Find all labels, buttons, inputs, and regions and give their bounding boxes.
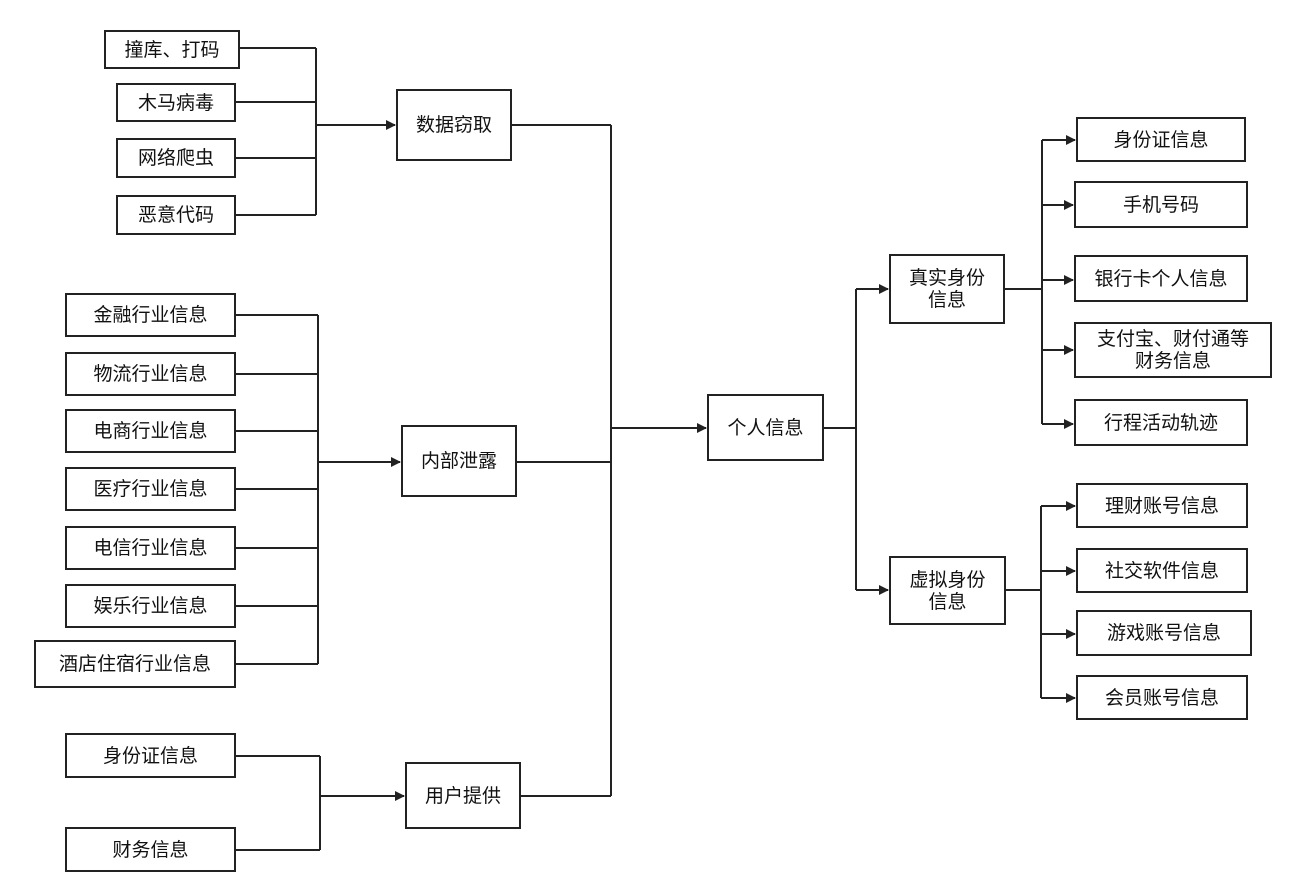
theft-connectors: [236, 47, 396, 216]
node-industry-medical: 医疗行业信息: [65, 467, 236, 511]
node-industry-logistics: 物流行业信息: [65, 352, 236, 396]
node-virtual-social-software: 社交软件信息: [1076, 548, 1248, 593]
user-connectors: [236, 755, 405, 851]
node-real-phone: 手机号码: [1074, 181, 1248, 228]
node-virtual-member-account: 会员账号信息: [1076, 675, 1248, 720]
node-user-id-info: 身份证信息: [65, 733, 236, 778]
real-item-connectors: [1005, 135, 1076, 429]
node-industry-entertainment: 娱乐行业信息: [65, 584, 236, 628]
node-real-id-card: 身份证信息: [1076, 117, 1246, 162]
virtual-item-connectors: [1006, 501, 1076, 703]
node-user-finance-info: 财务信息: [65, 827, 236, 872]
node-trojan-virus: 木马病毒: [116, 83, 236, 122]
node-user-provided: 用户提供: [405, 762, 521, 829]
node-credential-stuffing: 撞库、打码: [104, 30, 240, 69]
leak-connectors: [236, 314, 401, 665]
node-real-payment-finance: 支付宝、财付通等 财务信息: [1074, 322, 1272, 378]
node-malicious-code: 恶意代码: [116, 195, 236, 235]
node-data-theft: 数据窃取: [396, 89, 512, 161]
node-virtual-game-account: 游戏账号信息: [1076, 610, 1252, 656]
node-industry-finance: 金融行业信息: [65, 293, 236, 337]
node-internal-leak: 内部泄露: [401, 425, 517, 497]
channel-connectors: [512, 124, 707, 797]
node-industry-ecommerce: 电商行业信息: [65, 409, 236, 453]
node-web-crawler: 网络爬虫: [116, 138, 236, 178]
node-real-identity-info: 真实身份 信息: [889, 254, 1005, 324]
node-industry-telecom: 电信行业信息: [65, 526, 236, 570]
node-personal-info: 个人信息: [707, 394, 824, 461]
node-real-bank-card: 银行卡个人信息: [1074, 255, 1248, 302]
node-real-travel-trace: 行程活动轨迹: [1074, 399, 1248, 446]
node-virtual-identity-info: 虚拟身份 信息: [889, 556, 1006, 625]
node-industry-hotel: 酒店住宿行业信息: [34, 640, 236, 688]
identity-connectors: [824, 284, 889, 595]
node-virtual-finance-account: 理财账号信息: [1076, 483, 1248, 528]
